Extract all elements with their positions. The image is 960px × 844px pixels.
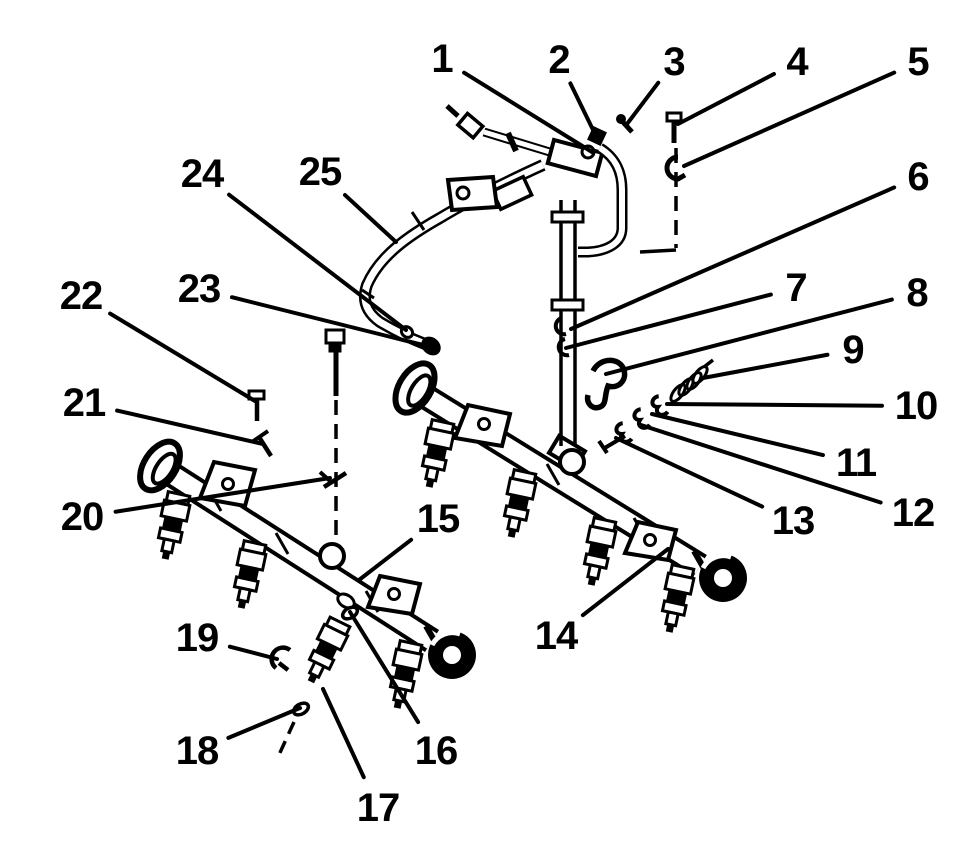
callout-label-21: 21 — [62, 381, 106, 425]
hook-clamp — [584, 357, 628, 411]
line-clip-6 — [553, 316, 567, 337]
leader-line-7 — [564, 292, 773, 350]
coil-grommet — [669, 358, 715, 403]
callout-label-5: 5 — [907, 40, 929, 84]
leader-line-5 — [682, 70, 897, 168]
leader-line-19 — [227, 644, 279, 661]
leader-line-20 — [113, 476, 332, 514]
callout-label-17: 17 — [356, 786, 400, 830]
pipe-clip — [664, 154, 687, 182]
leader-line-8 — [604, 297, 894, 376]
callout-label-12: 12 — [891, 491, 935, 535]
leader-line-10 — [665, 402, 885, 408]
leader-line-9 — [701, 352, 830, 380]
leader-line-18 — [226, 706, 302, 740]
small-retainer-parts — [584, 357, 715, 455]
bleed-screw — [620, 119, 634, 134]
tube-end-cap — [421, 336, 441, 356]
leader-line-4 — [676, 72, 776, 126]
leader-line-15 — [357, 537, 414, 582]
inlet-bolt — [322, 471, 348, 489]
callout-label-19: 19 — [175, 616, 219, 660]
fuel-feed-line — [550, 200, 585, 446]
callout-label-1: 1 — [431, 37, 453, 81]
leader-line-1 — [462, 70, 594, 154]
leader-line-11 — [650, 412, 825, 458]
leader-line-14 — [580, 547, 670, 618]
callout-label-8: 8 — [906, 271, 928, 315]
mounting-bolts — [247, 389, 273, 458]
callout-label-3: 3 — [663, 40, 685, 84]
leader-line-16 — [348, 610, 421, 725]
leader-line-13 — [614, 436, 765, 509]
leader-line-2 — [568, 81, 598, 138]
leader-line-23 — [229, 295, 425, 347]
callout-label-14: 14 — [534, 614, 578, 658]
callout-label-13: 13 — [771, 499, 815, 543]
callout-label-24: 24 — [180, 152, 224, 196]
leader-line-24 — [227, 192, 408, 332]
callout-label-6: 6 — [907, 155, 929, 199]
lower-o-ring — [291, 701, 311, 717]
stud-bolt-21 — [257, 435, 273, 458]
callout-label-9: 9 — [842, 328, 864, 372]
leader-line-3 — [625, 80, 661, 126]
callout-label-25: 25 — [298, 150, 342, 194]
upper-fuel-rail — [387, 357, 747, 636]
tee-fitting — [545, 137, 605, 179]
crossover-tube-assembly — [318, 159, 546, 544]
leader-line-12 — [639, 423, 883, 505]
tube-bracket — [445, 174, 500, 213]
leader-line-22 — [108, 311, 257, 403]
callout-label-4: 4 — [786, 40, 808, 84]
injector-retainer-clip — [269, 645, 292, 672]
leader-line-21 — [115, 408, 265, 446]
callout-label-10: 10 — [894, 384, 938, 428]
callout-label-23: 23 — [177, 267, 221, 311]
callout-label-20: 20 — [60, 495, 104, 539]
callout-label-15: 15 — [416, 497, 460, 541]
callout-label-18: 18 — [175, 729, 219, 773]
callout-label-22: 22 — [59, 274, 103, 318]
callout-label-7: 7 — [785, 266, 807, 310]
callout-label-16: 16 — [414, 729, 458, 773]
exploded-injector-parts — [269, 605, 360, 758]
callout-label-11: 11 — [835, 441, 877, 485]
callout-label-2: 2 — [548, 38, 570, 82]
line-clip-7 — [556, 337, 570, 358]
leader-line-17 — [321, 687, 366, 780]
leader-line-6 — [569, 185, 897, 331]
small-bolt — [601, 434, 627, 451]
leader-line-25 — [343, 193, 398, 244]
